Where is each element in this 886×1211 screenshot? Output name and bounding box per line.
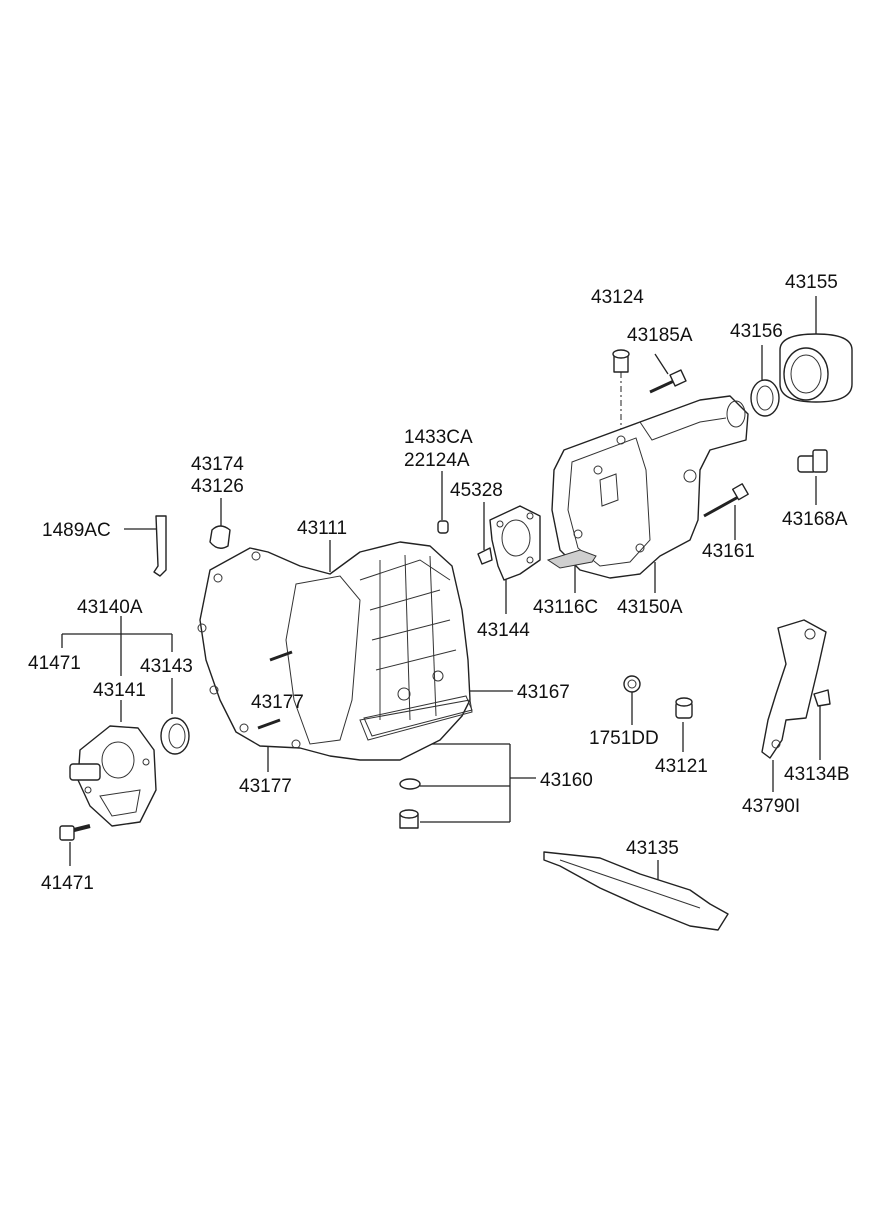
part-43160-washer[interactable]: [399, 778, 421, 790]
part-labels: 43124 43155 43185A 43156 1433CA 22124A 4…: [28, 272, 850, 894]
part-43135-strip[interactable]: [543, 851, 729, 931]
label-43161[interactable]: 43161: [702, 541, 755, 562]
part-43167-gasket[interactable]: [363, 695, 473, 737]
label-43124[interactable]: 43124: [591, 287, 644, 308]
label-43126[interactable]: 43126: [191, 476, 244, 497]
label-43150A[interactable]: 43150A: [617, 597, 683, 618]
label-41471-top[interactable]: 41471: [28, 653, 81, 674]
label-43143[interactable]: 43143: [140, 656, 193, 677]
part-43160-plug[interactable]: [399, 809, 419, 829]
part-43168A-plug[interactable]: [797, 449, 828, 473]
part-1433CA-dowel[interactable]: [437, 520, 449, 534]
part-43185A-bolt[interactable]: [649, 369, 687, 394]
part-43141-oil-pump[interactable]: [69, 725, 157, 827]
label-43121[interactable]: 43121: [655, 756, 708, 777]
part-43155-cover[interactable]: [779, 333, 853, 403]
label-43177-b[interactable]: 43177: [239, 776, 292, 797]
part-43161-bolt[interactable]: [703, 483, 749, 518]
label-43168A[interactable]: 43168A: [782, 509, 848, 530]
label-43156[interactable]: 43156: [730, 321, 783, 342]
part-43124-breather[interactable]: [612, 349, 630, 373]
part-43144-plate[interactable]: [489, 505, 541, 581]
label-43155[interactable]: 43155: [785, 272, 838, 293]
label-43160[interactable]: 43160: [540, 770, 593, 791]
part-43177-pin-b[interactable]: [257, 718, 281, 730]
label-1489AC[interactable]: 1489AC: [42, 520, 111, 541]
label-43174[interactable]: 43174: [191, 454, 244, 475]
label-43185A[interactable]: 43185A: [627, 325, 693, 346]
label-43790I[interactable]: 43790I: [742, 796, 800, 817]
label-43135[interactable]: 43135: [626, 838, 679, 859]
part-43134B-clip[interactable]: [813, 689, 831, 707]
label-43111[interactable]: 43111: [297, 518, 347, 539]
label-1433CA[interactable]: 1433CA: [404, 427, 473, 448]
part-43156-seal[interactable]: [750, 379, 780, 417]
part-43177-pin-a[interactable]: [269, 650, 293, 662]
part-43111-transmission-case[interactable]: [197, 541, 473, 761]
part-43790I-bracket[interactable]: [761, 619, 827, 759]
part-43126-seal[interactable]: [209, 525, 231, 549]
label-1751DD[interactable]: 1751DD: [589, 728, 659, 749]
label-43116C[interactable]: 43116C: [533, 597, 598, 618]
part-41471-bolt[interactable]: [59, 824, 91, 841]
label-43177-a[interactable]: 43177: [251, 692, 304, 713]
label-43144[interactable]: 43144: [477, 620, 530, 641]
part-43121-plug[interactable]: [675, 697, 693, 719]
label-41471-bottom[interactable]: 41471: [41, 873, 94, 894]
label-45328[interactable]: 45328: [450, 480, 503, 501]
label-43140A[interactable]: 43140A: [77, 597, 143, 618]
part-45328-bolt[interactable]: [477, 547, 493, 565]
label-43141[interactable]: 43141: [93, 680, 146, 701]
label-22124A[interactable]: 22124A: [404, 450, 470, 471]
label-43167[interactable]: 43167: [517, 682, 570, 703]
part-43143-seal[interactable]: [160, 717, 190, 755]
part-43150A-extension-housing[interactable]: [551, 395, 749, 579]
label-43134B[interactable]: 43134B: [784, 764, 850, 785]
part-1751DD-washer[interactable]: [623, 675, 641, 693]
part-43116C-pin[interactable]: [546, 549, 597, 569]
part-1489AC-clip[interactable]: [153, 515, 167, 577]
